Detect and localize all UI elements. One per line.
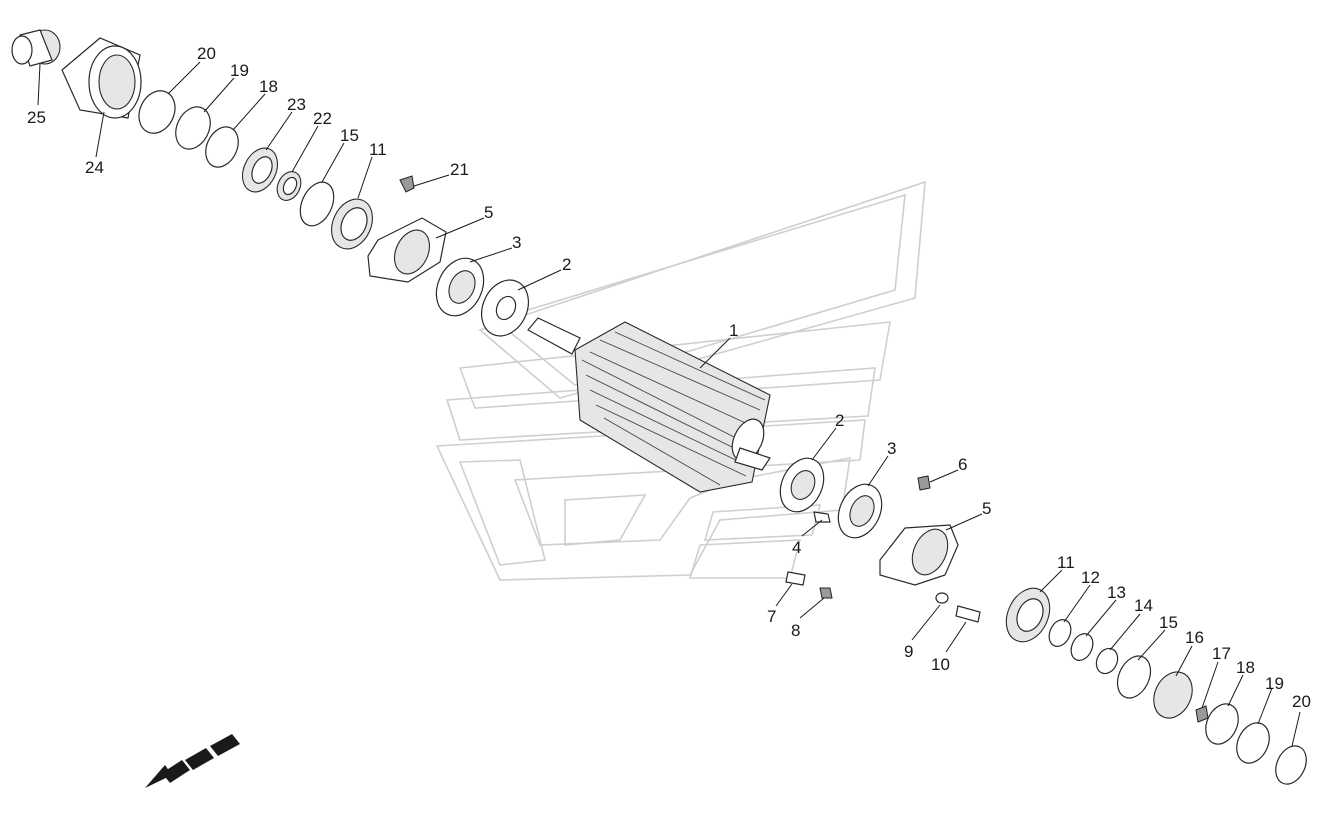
callout-2-lower: 2 — [835, 411, 844, 430]
part-6-plug — [917, 475, 931, 491]
part-22-ring — [276, 171, 302, 201]
part-9-washer — [935, 592, 949, 604]
part-8-nut — [819, 587, 833, 599]
part-18-ring-lower — [1205, 703, 1239, 745]
callout-2: 2 — [562, 255, 571, 274]
callout-8: 8 — [791, 621, 800, 640]
part-4-pin — [813, 511, 831, 523]
callout-5: 5 — [484, 203, 493, 222]
callout-20: 20 — [197, 44, 216, 63]
callout-20-lower: 20 — [1292, 692, 1311, 711]
direction-arrow-icon — [145, 734, 240, 788]
part-3-cover — [435, 257, 485, 317]
callout-25: 25 — [27, 108, 46, 127]
part-19-ring-lower — [1236, 722, 1270, 764]
callout-19: 19 — [230, 61, 249, 80]
callout-10: 10 — [931, 655, 950, 674]
callout-24: 24 — [85, 158, 104, 177]
part-16-cap — [1153, 671, 1193, 719]
part-21-grease-fitting — [399, 175, 415, 193]
callout-17: 17 — [1212, 644, 1231, 663]
leader-lines — [37, 61, 1301, 747]
part-5-bearing-housing — [367, 217, 447, 283]
callout-6: 6 — [958, 455, 967, 474]
callout-3: 3 — [512, 233, 521, 252]
callout-15-lower: 15 — [1159, 613, 1178, 632]
callout-11-lower: 11 — [1057, 553, 1075, 572]
part-24-housing — [61, 37, 142, 119]
callout-labels: 25 24 20 19 18 23 22 15 11 21 5 3 2 1 2 … — [27, 44, 1311, 711]
part-11-bearing-lower — [1005, 587, 1051, 643]
part-14-ring — [1095, 647, 1119, 675]
callout-9: 9 — [904, 642, 913, 661]
callout-22: 22 — [313, 109, 332, 128]
callout-23: 23 — [287, 95, 306, 114]
callout-21: 21 — [450, 160, 469, 179]
part-20-retaining-ring — [138, 90, 176, 134]
callout-7: 7 — [767, 607, 776, 626]
callout-19-lower: 19 — [1265, 674, 1284, 693]
callout-15: 15 — [340, 126, 359, 145]
part-2-flange — [480, 279, 530, 337]
part-7-bolt — [785, 571, 806, 586]
part-12-ring — [1048, 619, 1072, 647]
part-23-seal — [241, 147, 279, 193]
part-10-bolt — [955, 605, 981, 623]
callout-11: 11 — [369, 140, 387, 159]
callout-13: 13 — [1107, 583, 1126, 602]
callout-18-lower: 18 — [1236, 658, 1255, 677]
part-17-fitting — [1195, 705, 1209, 723]
callout-3-lower: 3 — [887, 439, 896, 458]
callout-12: 12 — [1081, 568, 1100, 587]
part-15-o-ring-lower — [1116, 655, 1152, 699]
callout-5-lower: 5 — [982, 499, 991, 518]
part-5-bearing-housing-lower — [879, 524, 959, 586]
callout-1: 1 — [729, 321, 738, 340]
part-19-ring — [175, 106, 211, 150]
part-25-sleeve — [11, 29, 61, 67]
part-18-ring — [205, 126, 239, 168]
callout-16: 16 — [1185, 628, 1204, 647]
part-20-retaining-ring-lower — [1275, 745, 1307, 785]
part-2-flange-lower — [779, 457, 825, 513]
part-1-roller — [527, 317, 771, 493]
part-3-cover-lower — [837, 483, 883, 539]
part-13-ring — [1070, 633, 1094, 661]
callout-4: 4 — [792, 538, 801, 557]
part-11-bearing — [331, 198, 373, 250]
callout-14: 14 — [1134, 596, 1153, 615]
part-15-o-ring — [299, 181, 335, 227]
callout-18: 18 — [259, 77, 278, 96]
